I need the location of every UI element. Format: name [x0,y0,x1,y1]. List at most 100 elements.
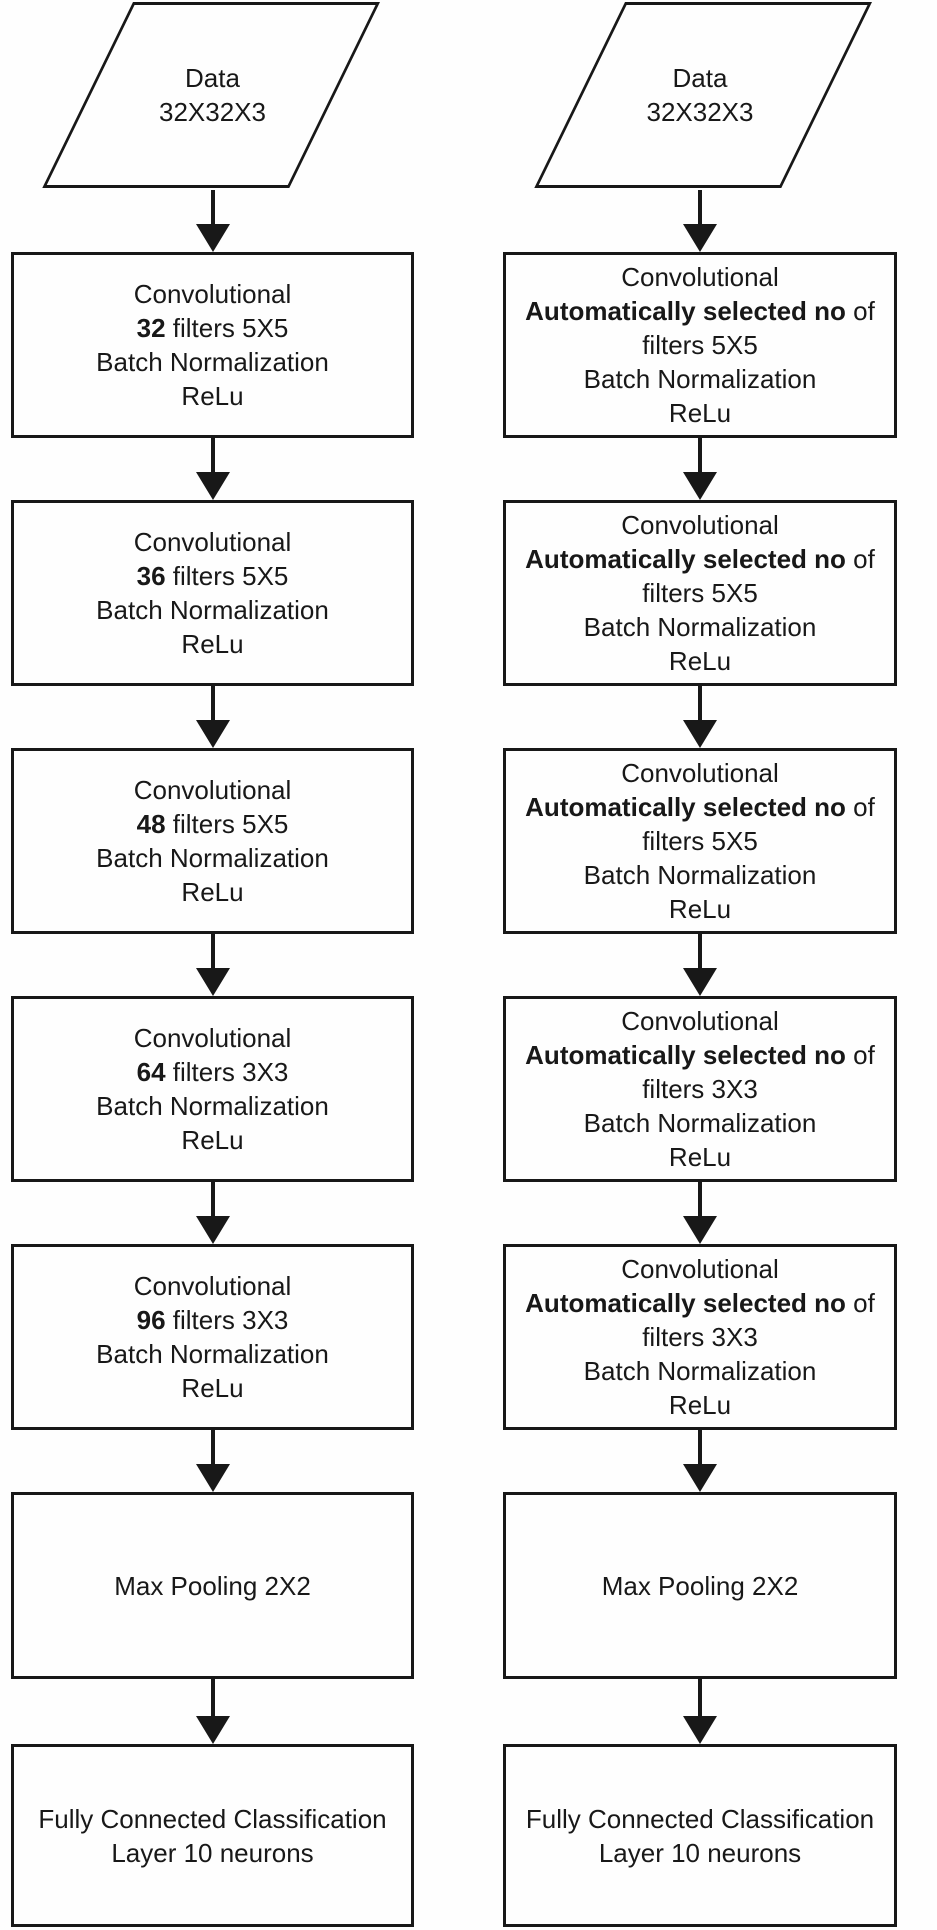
fc-label-line2: Layer 10 neurons [598,1837,802,1868]
filter-size-label: filters 5X5 [642,578,758,608]
of-text: of [845,544,875,574]
max-pooling-box: Max Pooling 2X2 [11,1492,414,1679]
flow-arrow [11,686,414,748]
fc-label-line2: Layer 10 neurons [111,1837,314,1868]
arrow-head-icon [683,1464,717,1492]
data-node-text: Data 32X32X3 [11,0,414,190]
flow-arrow [503,438,897,500]
layer-type-label: Convolutional [621,510,779,540]
layer-type-label: Convolutional [621,1006,779,1036]
arrow-stem [210,1430,215,1464]
arrow-stem [698,686,702,720]
batchnorm-label: Batch Normalization [583,612,817,642]
batchnorm-label: Batch Normalization [583,1108,817,1138]
arrow-head-icon [195,1716,230,1744]
arrow-head-icon [195,472,230,500]
fc-label-line1: Fully Connected Classification [525,1803,875,1834]
auto-cnn-column: Data 32X32X3 Convolutional Automatically… [503,0,897,1927]
data-node-text: Data 32X32X3 [503,0,897,190]
arrow-stem [698,190,702,224]
arrow-head-icon [683,224,717,252]
arrow-head-icon [195,1216,230,1244]
arrow-stem [210,438,215,472]
arrow-head-icon [683,968,717,996]
arrow-head-icon [683,1216,717,1244]
batchnorm-label: Batch Normalization [96,1091,329,1121]
filter-count-bold: 96 [136,1305,166,1335]
filter-size-text: filters 3X3 [165,1057,289,1087]
batchnorm-label: Batch Normalization [583,1356,817,1386]
filter-count-bold: 32 [136,313,166,343]
flow-arrow [11,934,414,996]
flow-arrow [11,1679,414,1744]
auto-selected-bold: Automatically selected no [525,296,846,326]
layer-type-label: Convolutional [621,1254,779,1284]
filter-count-bold: 36 [136,561,166,591]
layer-type-label: Convolutional [133,527,292,557]
auto-selected-bold: Automatically selected no [525,1288,846,1318]
auto-filters-label: Automatically selected no of [525,1286,875,1320]
arrow-stem [698,1182,702,1216]
auto-selected-bold: Automatically selected no [525,792,846,822]
layer-type-label: Convolutional [133,1271,292,1301]
auto-selected-bold: Automatically selected no [525,1040,846,1070]
auto-filters-label: Automatically selected no of [525,790,875,824]
layer-type-label: Convolutional [133,775,292,805]
filters-label: 64 filters 3X3 [137,1055,289,1089]
batchnorm-label: Batch Normalization [96,595,329,625]
filter-size-label: filters 3X3 [642,1322,758,1352]
max-pooling-box: Max Pooling 2X2 [503,1492,897,1679]
flow-arrow [11,1182,414,1244]
filter-count-bold: 48 [136,809,166,839]
arrow-head-icon [195,720,230,748]
batchnorm-label: Batch Normalization [96,347,329,377]
data-input-node: Data 32X32X3 [503,0,897,190]
auto-filters-label: Automatically selected no of [525,1038,875,1072]
flow-arrow [503,190,897,252]
relu-label: ReLu [181,1373,244,1403]
of-text: of [845,296,875,326]
of-text: of [845,1288,875,1318]
conv-layer-box-36: Convolutional 36 filters 5X5 Batch Norma… [11,500,414,686]
batchnorm-label: Batch Normalization [583,364,817,394]
filters-label: 36 filters 5X5 [137,559,289,593]
data-input-node: Data 32X32X3 [11,0,414,190]
relu-label: ReLu [668,646,732,676]
manual-cnn-column: Data 32X32X3 Convolutional 32 filters 5X… [11,0,414,1927]
conv-layer-box-auto-3: Convolutional Automatically selected no … [503,748,897,934]
filter-size-label: filters 5X5 [642,330,758,360]
flow-arrow [503,686,897,748]
flow-arrow [503,1430,897,1492]
relu-label: ReLu [181,381,244,411]
relu-label: ReLu [181,877,244,907]
filters-label: 32 filters 5X5 [137,311,289,345]
layer-type-label: Convolutional [133,1023,292,1053]
arrow-head-icon [195,968,230,996]
arrow-stem [210,1679,215,1716]
filter-size-text: filters 3X3 [165,1305,289,1335]
filter-size-text: filters 5X5 [165,809,289,839]
arrow-head-icon [683,1716,717,1744]
filter-size-text: filters 5X5 [165,313,289,343]
filters-label: 48 filters 5X5 [137,807,289,841]
conv-layer-box-32: Convolutional 32 filters 5X5 Batch Norma… [11,252,414,438]
of-text: of [845,1040,875,1070]
arrow-stem [210,190,215,224]
layer-type-label: Convolutional [621,262,779,292]
flow-arrow [503,1679,897,1744]
relu-label: ReLu [668,1390,732,1420]
filter-count-bold: 64 [136,1057,166,1087]
filter-size-label: filters 3X3 [642,1074,758,1104]
conv-layer-box-64: Convolutional 64 filters 3X3 Batch Norma… [11,996,414,1182]
batchnorm-label: Batch Normalization [96,1339,329,1369]
relu-label: ReLu [668,894,732,924]
filters-label: 96 filters 3X3 [137,1303,289,1337]
relu-label: ReLu [668,398,732,428]
conv-layer-box-48: Convolutional 48 filters 5X5 Batch Norma… [11,748,414,934]
batchnorm-label: Batch Normalization [96,843,329,873]
arrow-stem [698,934,702,968]
arrow-head-icon [195,224,230,252]
arrow-stem [210,934,215,968]
arrow-head-icon [683,720,717,748]
max-pooling-label: Max Pooling 2X2 [601,1570,799,1601]
